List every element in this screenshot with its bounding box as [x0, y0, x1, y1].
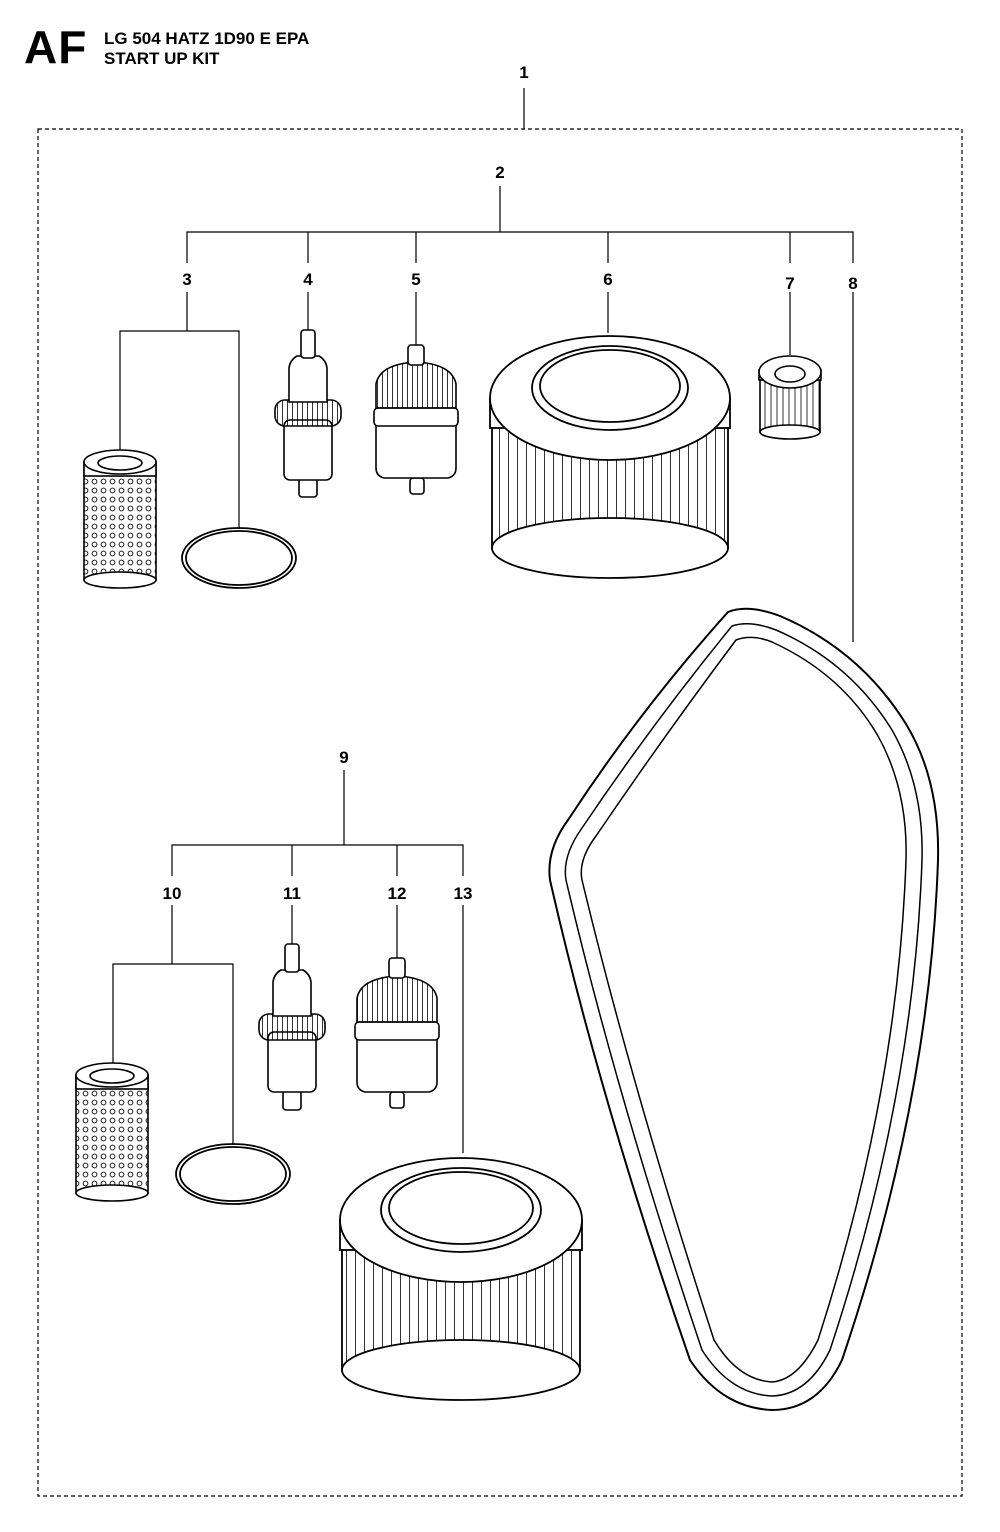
callout-7: 7 — [785, 274, 794, 293]
callout-10: 10 — [163, 884, 182, 903]
callout-6: 6 — [603, 270, 612, 289]
header: AF LG 504 HATZ 1D90 E EPA START UP KIT — [0, 0, 1000, 80]
section-code: AF — [24, 21, 88, 73]
part-11-inline-fuel-filter — [258, 943, 326, 1111]
callout-1: 1 — [519, 63, 528, 82]
part-10-o-ring — [175, 1143, 291, 1205]
callout-8: 8 — [848, 274, 857, 293]
part-8-v-belt — [548, 607, 940, 1412]
leader-10-bracket — [112, 963, 234, 1145]
part-12-fuel-filter — [354, 957, 440, 1109]
part-3-oil-strainer — [83, 449, 157, 589]
leader-bus-2 — [186, 231, 854, 263]
kit-title: START UP KIT — [104, 49, 220, 68]
part-10-oil-strainer — [75, 1062, 149, 1202]
callout-13: 13 — [454, 884, 473, 903]
part-6-air-filter — [489, 335, 731, 579]
callout-5: 5 — [411, 270, 420, 289]
callout-4: 4 — [303, 270, 313, 289]
part-7-fuel-filter-element — [758, 355, 822, 440]
leader-bus-9 — [171, 844, 464, 876]
part-4-inline-fuel-filter — [274, 329, 342, 498]
callout-9: 9 — [339, 748, 348, 767]
kit-frame — [37, 88, 963, 1497]
part-13-air-filter — [339, 1157, 583, 1401]
kit-boundary-dashed — [37, 128, 963, 1497]
part-3-o-ring — [181, 527, 297, 589]
callout-3: 3 — [182, 270, 191, 289]
callout-labels: 1 2 3 4 5 6 7 8 9 10 11 12 13 — [163, 63, 858, 903]
leader-3-bracket — [119, 330, 240, 529]
model-title: LG 504 HATZ 1D90 E EPA — [104, 29, 310, 48]
part-5-fuel-filter — [373, 344, 459, 495]
callout-12: 12 — [388, 884, 407, 903]
callout-2: 2 — [495, 163, 504, 182]
callout-11: 11 — [283, 884, 301, 903]
